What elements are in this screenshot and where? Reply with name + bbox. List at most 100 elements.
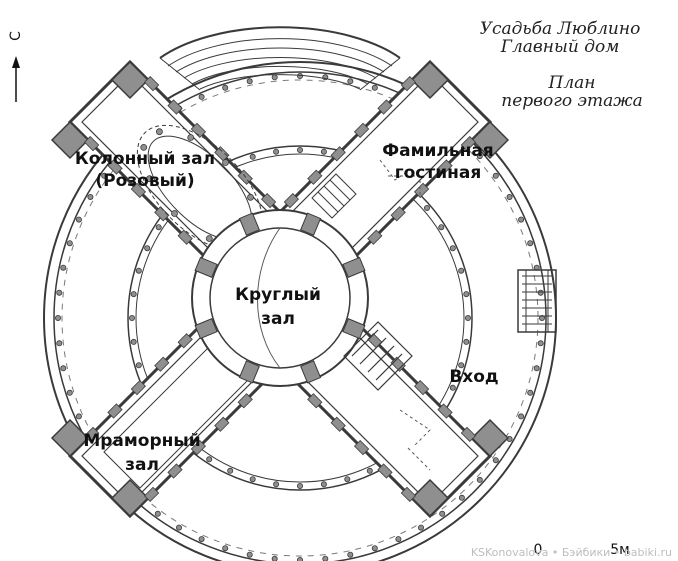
ring-column: [527, 389, 534, 396]
hall-column: [146, 175, 153, 183]
ring-column: [527, 240, 534, 247]
room-label-marble-1: Мраморный: [83, 431, 200, 451]
ring-column: [60, 365, 67, 372]
ring-column: [75, 216, 82, 223]
hall-column: [247, 193, 254, 201]
ring-column: [371, 84, 378, 91]
wall-pier: [307, 169, 323, 185]
ring-column: [273, 481, 280, 488]
wall-pier: [214, 146, 230, 162]
hall-column: [155, 128, 163, 136]
ring-column: [296, 482, 303, 489]
ring-column: [344, 476, 351, 483]
ring-column: [347, 551, 354, 558]
round-hall: [191, 209, 369, 387]
ring-column: [271, 74, 278, 81]
ring-column: [438, 224, 445, 231]
wall-pier: [167, 99, 183, 115]
ring-column: [423, 204, 430, 211]
title-line-2: Главный дом: [500, 37, 620, 57]
title-line-3: План: [548, 73, 596, 93]
ring-column: [366, 467, 373, 474]
ring-column: [518, 413, 525, 420]
wall-pier: [330, 416, 346, 432]
wall-pier: [83, 426, 100, 443]
ring-column: [60, 264, 67, 271]
ring-column: [463, 338, 470, 345]
ring-column: [154, 510, 161, 517]
door-swings: [379, 159, 431, 471]
wall-pier: [143, 75, 160, 92]
hall-column: [171, 210, 178, 217]
ring-column: [476, 476, 483, 483]
wall-pier: [330, 146, 346, 162]
east-stair: [517, 269, 557, 333]
ring-column: [135, 362, 142, 369]
ring-column: [273, 148, 280, 155]
wall-pier: [167, 463, 183, 479]
ring-column: [449, 384, 456, 391]
room-label-column-hall-2: (Розовый): [95, 171, 194, 191]
ring-column: [449, 245, 456, 252]
round-hall-pier: [342, 318, 366, 340]
wall-pier: [437, 403, 453, 419]
corner-towers: [50, 60, 510, 518]
wall-pier: [237, 393, 253, 409]
ring-column: [198, 536, 205, 543]
wall-pier: [177, 229, 193, 245]
wall-pier: [260, 192, 277, 209]
ring-column: [271, 555, 278, 561]
wall-pier: [177, 333, 193, 349]
ring-column: [175, 524, 182, 531]
ring-column: [458, 267, 465, 274]
wall-pier: [377, 463, 393, 479]
scale-five: 5м: [610, 542, 629, 558]
ring-column: [128, 314, 135, 321]
ring-column: [463, 291, 470, 298]
wall-pier: [130, 182, 147, 199]
ring-column: [130, 291, 137, 298]
scale-zero: 0: [534, 542, 543, 558]
ring-column: [206, 456, 213, 463]
wall-pier: [143, 486, 160, 503]
ring-column: [347, 78, 354, 85]
room-label-entrance: Вход: [449, 367, 498, 387]
wall-pier: [154, 206, 170, 222]
interior-stair-ne: [311, 173, 357, 219]
ring-column: [297, 557, 303, 561]
north-arrow-icon: [12, 56, 20, 102]
ring-column: [75, 413, 82, 420]
round-hall-pier: [194, 318, 218, 340]
north-stair: [159, 26, 401, 91]
wall-pier: [107, 159, 123, 175]
wall-pier: [107, 403, 123, 419]
ring-column: [144, 245, 151, 252]
ring-column: [66, 240, 73, 247]
wall-pier: [390, 206, 406, 222]
ring-column: [439, 510, 446, 517]
wall-pier: [214, 416, 230, 432]
round-hall-pier: [300, 360, 322, 384]
ring-column: [458, 494, 465, 501]
wall-pier: [460, 426, 477, 443]
hall-column: [222, 159, 229, 166]
wall-pier: [190, 439, 207, 456]
wall-pier: [353, 122, 370, 139]
ring-column: [55, 314, 62, 321]
ring-column: [135, 267, 142, 274]
wall-pier: [130, 379, 147, 396]
ring-column: [56, 289, 63, 296]
room-label-marble-2: зал: [125, 455, 159, 475]
wall-pier: [83, 135, 100, 152]
wall-pier: [190, 122, 207, 139]
room-label-column-hall-1: Колонный зал: [75, 149, 215, 169]
wall-pier: [377, 99, 393, 115]
title-line-1: Усадьба Люблино: [480, 19, 641, 39]
ring-column: [296, 73, 303, 80]
wall-pier: [307, 393, 323, 409]
ring-column: [458, 362, 465, 369]
ring-column: [539, 314, 546, 321]
hall-column: [140, 143, 148, 151]
ring-column: [492, 172, 499, 179]
